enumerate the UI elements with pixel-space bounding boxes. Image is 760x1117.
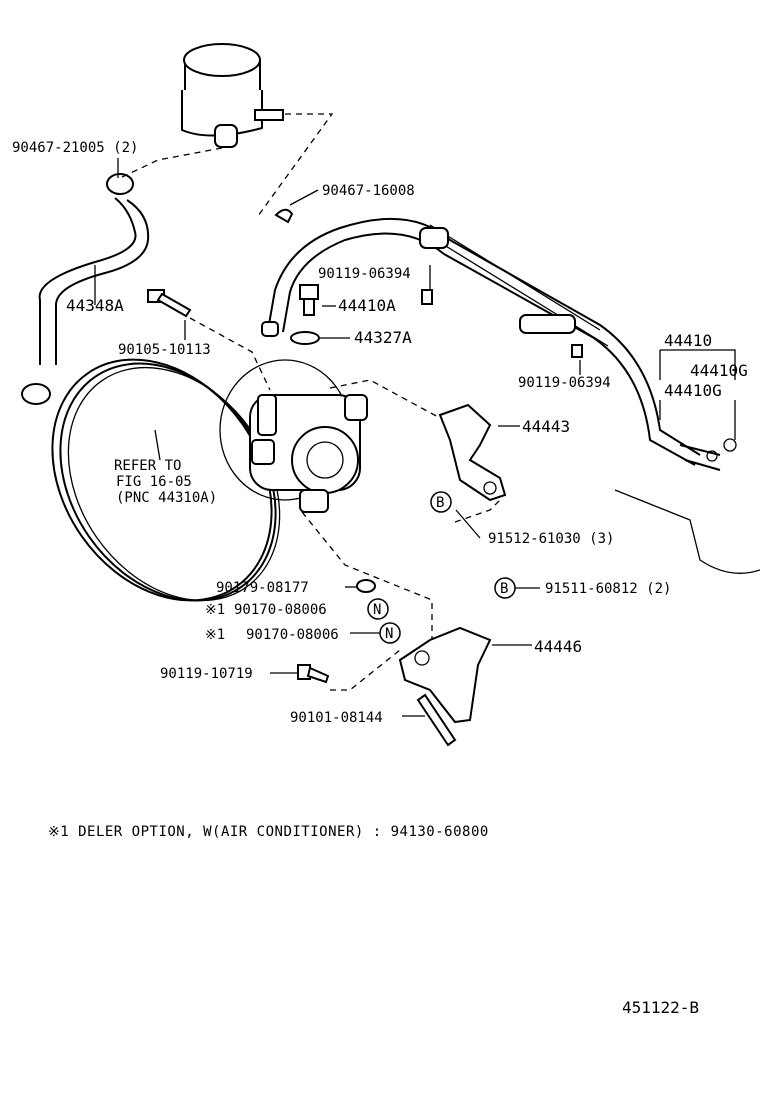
suction-hose <box>21 173 150 405</box>
label-union-bolt: 44410A <box>338 296 396 315</box>
label-clip-upper: 90467-16008 <box>322 183 415 199</box>
lower-bracket <box>398 626 492 747</box>
reservoir-tank <box>181 43 284 148</box>
label-bracket-upper: 44443 <box>522 417 570 436</box>
label-suction-hose: 44348A <box>66 296 124 315</box>
label-refer-1: REFER TO <box>114 458 181 474</box>
label-stud: 90101-08144 <box>290 710 383 726</box>
label-bolt-hose-a: 90119-06394 <box>318 266 411 282</box>
marker-n-1: N <box>373 602 381 618</box>
figure-code: 451122-B <box>622 998 699 1017</box>
label-hose-assembly: 44410 <box>664 331 712 350</box>
markers: B B N N <box>367 491 516 644</box>
upper-bracket <box>438 403 507 502</box>
label-opt-prefix-1: ※1 <box>205 602 225 618</box>
part-labels: 90467-21005 (2) 90467-16008 90119-06394 … <box>12 140 748 726</box>
marker-n-2: N <box>385 626 393 642</box>
marker-b-1: B <box>436 495 444 511</box>
label-bolt-b-set: 91512-61030 (3) <box>488 531 614 547</box>
marker-b-2: B <box>500 581 508 597</box>
label-bolt-pump: 90105-10113 <box>118 342 211 358</box>
label-hose-g1: 44410G <box>690 361 748 380</box>
label-gasket: 44327A <box>354 328 412 347</box>
union-bolt-and-gasket <box>290 284 320 345</box>
pump-bolt <box>147 289 192 318</box>
label-bolt-hose-b: 90119-06394 <box>518 375 611 391</box>
label-bolt-bracket: 90119-10719 <box>160 666 253 682</box>
label-bracket-lower: 44446 <box>534 637 582 656</box>
label-hose-g2: 44410G <box>664 381 722 400</box>
label-nut-2: 90170-08006 <box>246 627 339 643</box>
label-plug: 90179-08177 <box>216 580 309 596</box>
leader-lines <box>94 158 736 717</box>
label-nut-1: 90170-08006 <box>234 602 327 618</box>
power-steering-pump <box>219 359 368 513</box>
pressure-hose <box>261 217 760 574</box>
dashed-leaders <box>119 113 501 691</box>
label-clamp-reservoir: 90467-21005 (2) <box>12 140 138 156</box>
label-refer-2: FIG 16-05 <box>116 474 192 490</box>
label-bolt-b2: 91511-60812 (2) <box>545 581 671 597</box>
fasteners <box>274 208 583 684</box>
label-opt-prefix-2: ※1 <box>205 627 225 643</box>
label-refer-3: (PNC 44310A) <box>116 490 217 506</box>
footnote: ※1 DELER OPTION, W(AIR CONDITIONER) : 94… <box>48 824 489 840</box>
